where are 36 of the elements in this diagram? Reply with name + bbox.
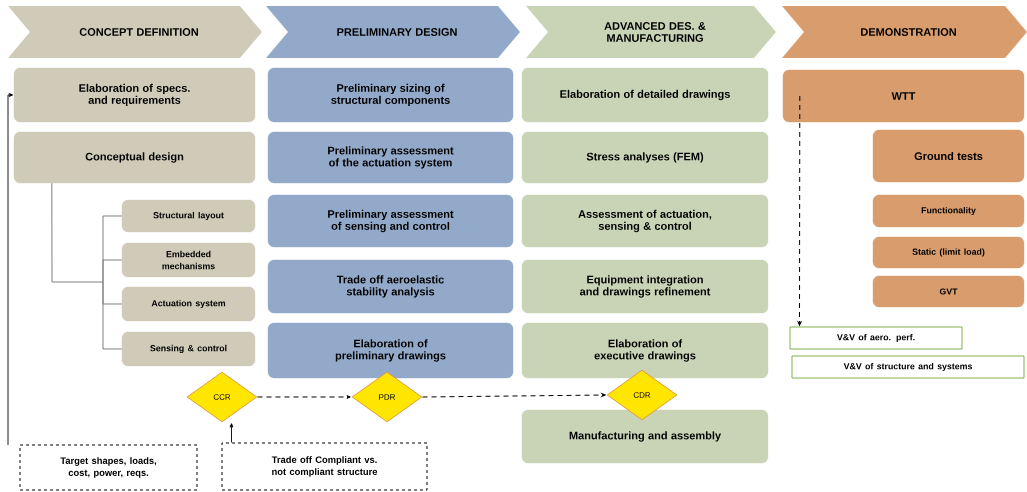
connector-line (229, 423, 234, 443)
phase-banner: CONCEPT DEFINITION (8, 6, 262, 58)
task-box: Preliminary assessment of sensing and control (267, 194, 514, 248)
task-box: Elaboration of executive drawings (521, 322, 769, 379)
connector-line (7, 93, 14, 446)
task-box: Elaboration of detailed drawings (521, 67, 769, 123)
verification-box: V&V of aero. perf. (789, 326, 963, 350)
subtask-box: Structural layout (121, 199, 256, 233)
subtask-box: Actuation system (121, 286, 256, 322)
note-box: Target shapes, loads, cost, power, reqs. (19, 444, 198, 491)
task-box: Assessment of actuation, sensing & control (521, 194, 769, 248)
subtask-box: GVT (872, 275, 1025, 308)
task-box: Equipment integration and drawings refinement (521, 259, 769, 314)
subtask-box: Embedded mechanisms (121, 242, 256, 278)
task-box: Preliminary assessment of the actuation system (267, 131, 514, 184)
task-box: Elaboration of preliminary drawings (267, 322, 514, 379)
task-box: Stress analyses (FEM) (521, 131, 769, 184)
phase-banner: DEMONSTRATION (782, 6, 1027, 58)
connector-line (422, 393, 606, 398)
phase-banner: PRELIMINARY DESIGN (266, 6, 520, 58)
task-box: Conceptual design (13, 131, 256, 184)
task-box: Trade off aeroelastic stability analysis (267, 259, 514, 314)
task-box: Manufacturing and assembly (521, 409, 769, 464)
connector-line (51, 182, 123, 350)
connector-line (797, 95, 802, 326)
verification-box: V&V of structure and systems (791, 355, 1025, 379)
note-box: Trade off Compliant vs. not compliant structure (221, 442, 428, 491)
subtask-box: Functionality (872, 194, 1025, 228)
subtask-box: Sensing & control (121, 331, 256, 367)
task-box: Ground tests (872, 129, 1025, 183)
phase-banner: ADVANCED DES. & MANUFACTURING (526, 6, 776, 58)
subtask-box: Static (limit load) (872, 236, 1025, 269)
connector-line (257, 395, 351, 399)
task-box: Elaboration of specs. and requirements (13, 67, 256, 123)
task-box: Preliminary sizing of structural components (267, 67, 514, 123)
task-box: WTT (782, 69, 1025, 123)
